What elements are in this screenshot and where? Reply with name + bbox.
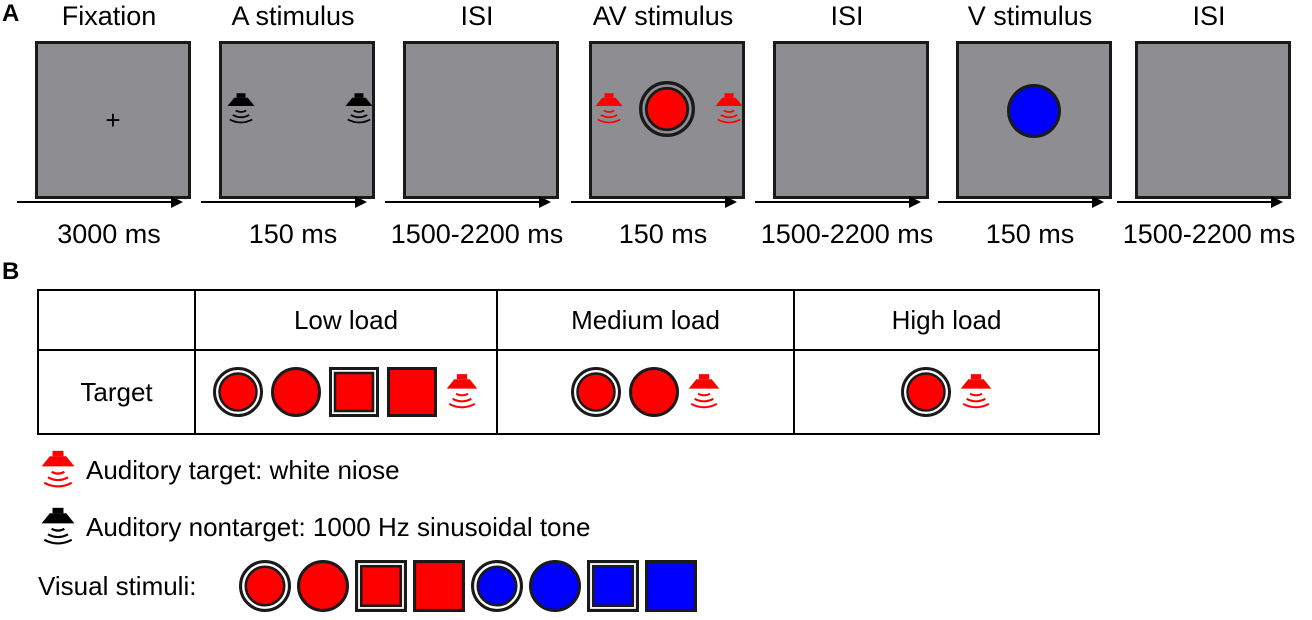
medium-load-stimuli [498,367,793,417]
legend-auditory-nontarget-text: Auditory nontarget: 1000 Hz sinusoidal t… [86,512,591,542]
red-speaker-icon [687,372,721,412]
red-speaker-icon [445,372,479,412]
red-circle-icon [271,367,321,417]
frame-title: ISI [460,1,494,31]
table-header-empty [37,289,196,351]
time-arrow [385,192,553,212]
low-load-stimuli [196,367,496,417]
frame-title: Fixation [61,1,157,31]
legend-visual-stimuli-label: Visual stimuli: [38,571,197,601]
frame-title: AV stimulus [592,1,734,31]
frame-duration: 1500-2200 ms [760,219,934,249]
high-load-stimuli [795,367,1098,417]
frame-duration: 1500-2200 ms [1122,219,1296,249]
red-double-square-icon [355,560,407,612]
legend-auditory-target-icon [38,449,78,496]
red-speaker-icon [959,372,993,412]
frame-duration: 150 ms [618,219,708,249]
table-header-row: Low load Medium load High load [37,289,1100,351]
red-double-square-icon [329,367,379,417]
medium-load-targets [496,349,795,435]
legend-auditory-target-text: Auditory target: white niose [86,455,400,485]
load-conditions-table: Low load Medium load High load Target [37,289,1100,435]
time-arrow [1117,192,1285,212]
blue-circle-icon [529,560,581,612]
stimulus-screen [773,41,929,199]
stimulus-screen: + [35,41,191,199]
panel-a-label: A [2,0,20,27]
red-double-circle-icon [570,367,621,417]
time-arrow [17,192,185,212]
frame-title: V stimulus [967,1,1093,31]
frame-duration: 3000 ms [57,219,161,249]
table-header-low-load: Low load [194,289,498,351]
red-speaker-icon [594,89,624,129]
legend-auditory-nontarget-icon [38,506,78,553]
red-double-circle-icon [213,367,263,417]
red-circle-icon [628,367,679,417]
stimulus-screen [219,41,375,199]
stimulus-screen [589,41,745,199]
time-arrow [201,192,369,212]
frame-title: ISI [1192,1,1226,31]
table-header-high-load: High load [793,289,1100,351]
frame-title: A stimulus [231,1,355,31]
legend-visual-stimuli-row [239,560,697,612]
blue-square-icon [645,560,697,612]
red-circle-icon [297,560,349,612]
red-double-circle-icon [900,367,951,417]
stimulus-screen [1135,41,1291,199]
table-row-label-target: Target [37,349,196,435]
frame-duration: 1500-2200 ms [390,219,564,249]
red-double-circle-icon [239,560,291,612]
blue-double-circle-icon [471,560,523,612]
blue-circle-icon [1007,84,1061,138]
table-header-medium-load: Medium load [496,289,795,351]
table-row-target: Target [37,349,1100,435]
black-speaker-icon [344,89,374,129]
time-arrow [938,192,1106,212]
stimulus-screen [956,41,1112,199]
time-arrow [571,192,739,212]
low-load-targets [194,349,498,435]
red-square-icon [413,560,465,612]
fixation-cross: + [105,104,121,135]
frame-duration: 150 ms [985,219,1075,249]
red-double-circle-icon [639,81,695,137]
frame-title: ISI [830,1,864,31]
blue-double-square-icon [587,560,639,612]
high-load-targets [793,349,1100,435]
frame-duration: 150 ms [248,219,338,249]
time-arrow [755,192,923,212]
stimulus-screen [403,41,559,199]
red-square-icon [387,367,437,417]
red-speaker-icon [714,89,744,129]
black-speaker-icon [226,89,256,129]
panel-b-label: B [2,258,20,285]
